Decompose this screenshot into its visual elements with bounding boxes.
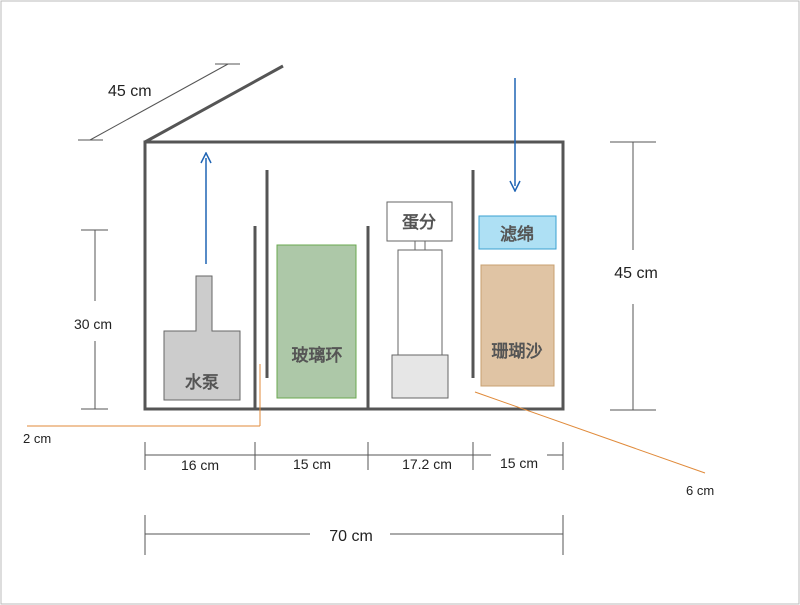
- height-left-label: 30 cm: [74, 316, 112, 332]
- skimmer-body: [397, 249, 443, 356]
- pump-shape: [163, 275, 241, 401]
- gap-baffle-label: 2 cm: [23, 431, 51, 446]
- skimmer-label: 蛋分: [402, 213, 436, 233]
- gap-right-label: 6 cm: [686, 483, 714, 498]
- total-width-label-bg: [310, 523, 390, 547]
- depth-edge-line: [144, 64, 284, 144]
- skimmer-neck: [414, 240, 426, 251]
- skimmer-head-box: [386, 201, 453, 242]
- depth-dimension-line: [89, 63, 229, 141]
- coral-sand-label: 珊瑚沙: [492, 342, 543, 362]
- width-label-1: 15 cm: [293, 456, 331, 472]
- width-label-bg-3: [491, 454, 547, 472]
- coral-sand-box: [480, 264, 555, 387]
- filter-sponge-box: [478, 215, 557, 250]
- width-dimension-row: 16 cm 15 cm 17.2 cm 15 cm: [144, 442, 564, 474]
- glass-rings-box: [276, 244, 357, 399]
- width-label-2: 17.2 cm: [402, 456, 452, 472]
- depth-label: 45 cm: [108, 83, 152, 100]
- glass-rings-label: 玻璃环: [292, 345, 343, 366]
- gap-right-leader: [474, 391, 706, 474]
- width-label-bg-2: [389, 456, 465, 474]
- skimmer-base: [391, 354, 449, 399]
- width-label-0: 16 cm: [181, 457, 219, 473]
- filter-sponge-label: 滤绵: [500, 224, 534, 245]
- width-label-bg-0: [168, 456, 232, 474]
- pump-label: 水泵: [185, 372, 219, 393]
- height-right-label: 45 cm: [614, 265, 658, 282]
- total-width-label: 70 cm: [329, 528, 373, 545]
- tank-outline: [143, 140, 565, 411]
- width-label-bg-1: [284, 456, 340, 474]
- width-label-3: 15 cm: [500, 455, 538, 471]
